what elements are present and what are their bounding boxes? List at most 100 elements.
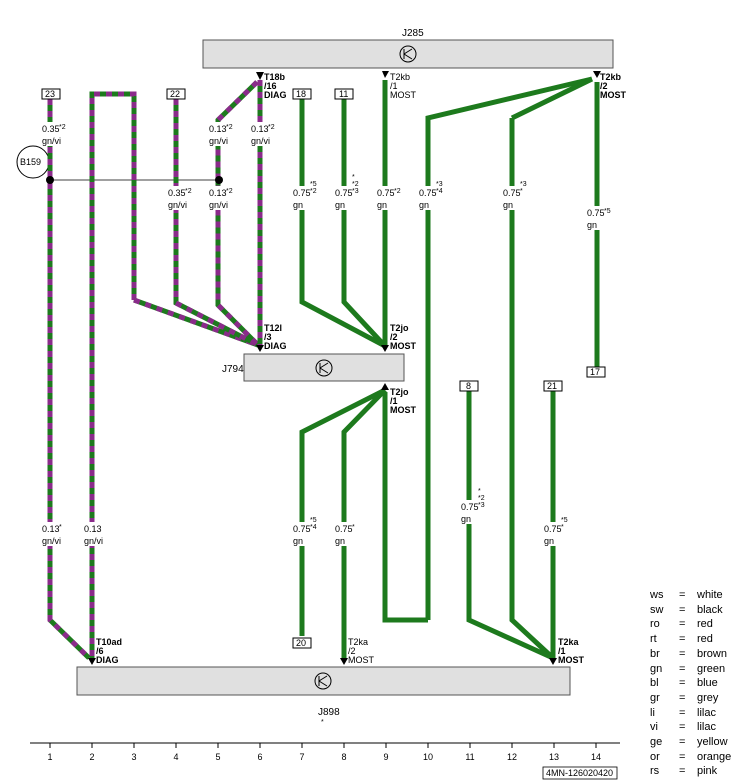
column-number: 11 [465, 752, 474, 762]
wire-col-1 [47, 99, 91, 660]
legend-row: ro=red [650, 617, 745, 632]
wire-note: *3*4 [436, 181, 443, 195]
svg-text:8: 8 [466, 381, 471, 391]
component-j285: J285 [202, 28, 614, 69]
wire-size: 0.75 [461, 502, 479, 512]
reference-boxes: 23 22 18 11 8 21 17 20 [41, 88, 606, 649]
legend-code: li [650, 706, 655, 719]
wire-label: 0.75*gn [334, 522, 360, 546]
wire-color: gn [293, 200, 303, 210]
b159-label: B159 [20, 157, 41, 167]
legend-row: gn=green [650, 662, 745, 677]
svg-text:17: 17 [590, 367, 600, 377]
connector-t2ka-1: T2ka /1 MOST [558, 637, 585, 665]
wire-note: *5*2 [310, 181, 317, 195]
legend-name: orange [697, 750, 732, 763]
wire-col-9-lower [382, 392, 428, 623]
component-b159: B159 [16, 145, 50, 179]
wire-col-12-upper [510, 76, 594, 121]
ref-box: 22 [166, 88, 186, 100]
legend-row: bl=blue [650, 676, 745, 691]
column-number: 6 [257, 752, 262, 762]
connector-t18b: T18b /16 DIAG [264, 72, 288, 100]
wire-col-7-lower [299, 387, 387, 636]
wire-color: gn/vi [42, 536, 61, 546]
wire-label: 0.13*2gn/vi [208, 122, 234, 146]
wire-labels: 0.35*2gn/vi0.13*gn/vi0.13gn/vi0.35*2gn/v… [41, 122, 612, 546]
wire-note: *3* [520, 181, 527, 195]
doc-id: 4MN-126020420 [542, 766, 618, 780]
legend-equals: = [679, 633, 686, 646]
legend-code: ge [650, 736, 663, 749]
svg-text:11: 11 [339, 89, 348, 99]
wire-size: 0.35 [168, 188, 186, 198]
legend-row: ws=white [650, 588, 745, 603]
wire-label: 0.13*gn/vi [41, 522, 67, 546]
wire-label: 0.75*3*4gn [418, 181, 444, 210]
wire-color: gn [587, 220, 597, 230]
column-number: 10 [423, 752, 433, 762]
legend-code: ws [650, 589, 664, 601]
j285-label: J285 [402, 28, 424, 39]
j898-label: J898 [318, 707, 340, 718]
ref-box: 23 [41, 88, 61, 100]
wire-label: 0.75*5*4gn [292, 517, 318, 546]
wire-label: 0.75*2gn [376, 186, 402, 210]
legend-code: sw [650, 603, 664, 616]
wire-label: 0.13*2gn/vi [208, 186, 234, 210]
column-number: 5 [215, 752, 220, 762]
wire-size: 0.75 [587, 208, 605, 218]
wire-size: 0.35 [42, 124, 60, 134]
legend-row: rt=red [650, 632, 745, 647]
wire-color: gn/vi [251, 136, 270, 146]
legend-code: bl [650, 677, 659, 690]
wire-note: **2*3 [352, 174, 359, 195]
wire-size: 0.13 [251, 124, 269, 134]
wire-color: gn/vi [209, 200, 228, 210]
wire-size: 0.13 [209, 124, 227, 134]
wire-size: 0.13 [209, 188, 227, 198]
wire-label: 0.75**2*3gn [460, 488, 486, 524]
ref-box: 17 [586, 366, 606, 378]
wire-col-11 [466, 391, 555, 661]
legend-code: or [650, 750, 660, 763]
wire-color: gn/vi [168, 200, 187, 210]
wire-col-3 [133, 297, 259, 348]
legend-row: vi=lilac [650, 720, 745, 735]
svg-text:4MN-126020420: 4MN-126020420 [546, 768, 613, 778]
ref-box: 18 [292, 88, 312, 100]
connector-t2ka-2: T2ka /2 MOST [348, 637, 375, 665]
wire-col-4 [173, 99, 260, 348]
wire-col-12-lower [509, 118, 555, 660]
legend-equals: = [679, 691, 686, 704]
connector-t2kb-2: T2kb /2 MOST [600, 72, 627, 100]
wire-note: *2 [185, 188, 192, 195]
legend-code: gr [650, 691, 660, 704]
column-number: 9 [383, 752, 388, 762]
legend-equals: = [679, 662, 686, 675]
wire-col-2 [89, 91, 137, 658]
wire-color: gn [544, 536, 554, 546]
wire-color: gn/vi [42, 136, 61, 146]
wire-size: 0.75 [293, 188, 311, 198]
legend-name: red [697, 633, 713, 646]
wire-color: gn [335, 200, 345, 210]
column-number: 4 [173, 752, 178, 762]
wire-size: 0.75 [293, 524, 311, 534]
ref-box: 8 [459, 380, 479, 392]
legend-equals: = [679, 706, 686, 719]
legend-code: ro [650, 618, 660, 631]
wire-note: *2 [226, 124, 233, 131]
wire-color: gn [503, 200, 513, 210]
legend-equals: = [679, 750, 686, 763]
legend-row: ge=yellow [650, 735, 745, 750]
wire-color: gn [377, 200, 387, 210]
wire-col-8-lower [341, 388, 387, 658]
svg-text:18: 18 [296, 89, 306, 99]
connector-t2jo-2: T2jo /2 MOST [390, 323, 417, 351]
legend-code: rs [650, 765, 660, 778]
connector-t10ad: T10ad /6 DIAG [96, 637, 125, 665]
